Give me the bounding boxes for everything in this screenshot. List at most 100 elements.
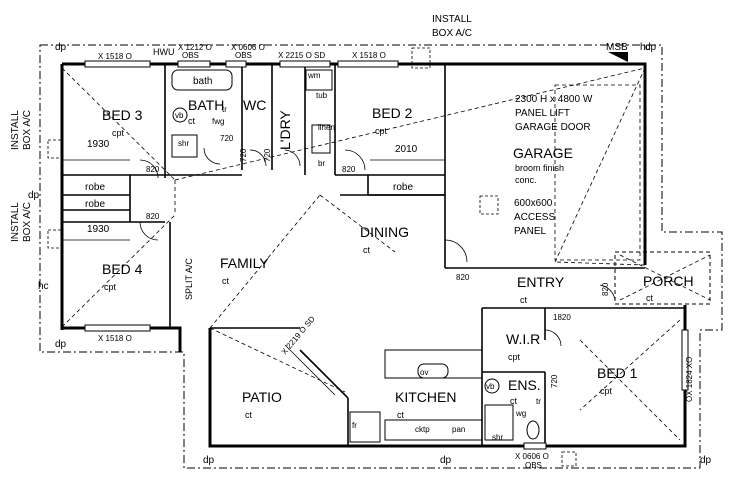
install-ac-note-top-1: INSTALL bbox=[432, 14, 472, 25]
fixture-fwg: fwg bbox=[212, 117, 224, 126]
fixture-robe-2: robe bbox=[85, 199, 105, 210]
finish-kitchen: ct bbox=[397, 410, 405, 420]
dim-window: X 0606 O bbox=[231, 43, 265, 52]
room-label-bed1: BED 1 bbox=[597, 365, 638, 381]
fixture-ov: ov bbox=[420, 368, 428, 377]
dim-door: 720 bbox=[550, 374, 559, 388]
windows bbox=[84, 60, 689, 450]
fixture-shr: shr bbox=[178, 139, 189, 148]
fixture-bath: bath bbox=[193, 76, 212, 87]
finish-bed3: cpt bbox=[112, 128, 125, 138]
internal-walls bbox=[62, 64, 685, 446]
finish-patio: ct bbox=[245, 410, 253, 420]
dimension-lines bbox=[62, 159, 445, 396]
fixture-fr: fr bbox=[352, 421, 357, 430]
dim-door: 720 bbox=[220, 134, 234, 143]
finish-wir: cpt bbox=[508, 352, 521, 362]
install-ac-note-left-3: INSTALL bbox=[10, 202, 21, 242]
dim-obs: OBS bbox=[525, 461, 542, 470]
dim-door: 720 bbox=[239, 148, 248, 162]
garage-door-note-1: 2300 H x 4800 W bbox=[515, 94, 593, 105]
dim-door: 820 bbox=[601, 282, 610, 296]
doors bbox=[139, 147, 616, 347]
garage-door-note-3: GARAGE DOOR bbox=[515, 122, 591, 133]
dp-marker: dp bbox=[645, 42, 657, 53]
fixture-vb: vb bbox=[175, 111, 184, 120]
install-ac-note-left-1: INSTALL bbox=[10, 110, 21, 150]
fixture-tr: tr bbox=[222, 105, 227, 114]
room-label-bed3: BED 3 bbox=[102, 107, 143, 123]
finish-family: ct bbox=[222, 276, 230, 286]
room-label-ldry: L'DRY bbox=[277, 110, 293, 150]
finish-garage-2: conc. bbox=[515, 175, 537, 185]
hc-marker: hc bbox=[640, 42, 651, 53]
dp-marker: dp bbox=[203, 455, 215, 466]
room-label-kitchen: KITCHEN bbox=[395, 389, 456, 405]
room-label-wc: WC bbox=[243, 97, 266, 113]
room-label-bath: BATH bbox=[188, 97, 224, 113]
dim-door: 820 bbox=[146, 165, 160, 174]
fixture-pan: pan bbox=[452, 425, 465, 434]
room-label-bed2: BED 2 bbox=[372, 105, 413, 121]
finish-bed4: cpt bbox=[104, 282, 117, 292]
dim-door: 820 bbox=[146, 212, 160, 221]
hc-marker: hc bbox=[38, 281, 49, 292]
hwu-label: HWU bbox=[153, 47, 175, 57]
split-ac-note: SPLIT A/C bbox=[184, 258, 194, 300]
dim-window: X 1212 O bbox=[178, 43, 212, 52]
room-label-dining: DINING bbox=[360, 224, 409, 240]
install-ac-note-top-2: BOX A/C bbox=[432, 28, 472, 39]
room-label-family: FAMILY bbox=[220, 255, 269, 271]
fixture-robe-1: robe bbox=[85, 182, 105, 193]
dim-window: X 0606 O bbox=[515, 452, 549, 461]
dim-bed3: 1930 bbox=[87, 139, 110, 150]
external-walls bbox=[60, 62, 687, 448]
fixture-robe-3: robe bbox=[393, 182, 413, 193]
room-label-patio: PATIO bbox=[242, 389, 282, 405]
install-ac-note-left-4: BOX A/C bbox=[22, 202, 33, 242]
access-note-2: ACCESS bbox=[514, 212, 555, 223]
garage-door bbox=[554, 84, 641, 261]
dp-marker: dp bbox=[28, 190, 40, 201]
fixture-shr-ens: shr bbox=[492, 433, 503, 442]
room-label-wir: W.I.R bbox=[506, 331, 540, 347]
sliding-door-note: X 2219 O SD bbox=[280, 314, 317, 356]
dim-door: 720 bbox=[263, 148, 272, 162]
dim-entry: 1820 bbox=[553, 313, 571, 322]
fixture-wg-ens: wg bbox=[515, 409, 526, 418]
room-label-entry: ENTRY bbox=[517, 274, 565, 290]
dim-obs: OBS bbox=[182, 51, 199, 60]
finish-dining: ct bbox=[363, 245, 371, 255]
finish-entry: ct bbox=[520, 295, 528, 305]
porch-outline bbox=[614, 251, 711, 305]
dim-window: X 1518 O bbox=[98, 52, 132, 61]
dp-marker: dp bbox=[700, 455, 712, 466]
finish-porch: ct bbox=[646, 293, 654, 303]
finish-ens: ct bbox=[510, 396, 518, 406]
wet-area-fixtures bbox=[171, 69, 540, 441]
dp-marker: dp bbox=[440, 455, 452, 466]
fixture-tr-ens: tr bbox=[536, 397, 541, 406]
ac-boxes bbox=[47, 47, 577, 467]
msb-label: MSB bbox=[606, 42, 628, 53]
room-label-garage: GARAGE bbox=[513, 145, 573, 161]
finish-bed1: cpt bbox=[600, 386, 613, 396]
dim-window: X 2215 O SD bbox=[278, 51, 325, 60]
fixture-tub: tub bbox=[316, 91, 328, 100]
finish-garage-1: broom finish bbox=[515, 163, 564, 173]
roof-outline bbox=[39, 44, 723, 469]
roof-hips bbox=[61, 67, 711, 446]
fixture-br: br bbox=[318, 159, 325, 168]
dim-bed4: 1930 bbox=[87, 224, 110, 235]
finish-bed2: cpt bbox=[375, 126, 388, 136]
msb-symbol bbox=[608, 52, 628, 62]
dim-window: OX 1824 XO bbox=[685, 357, 694, 402]
dim-obs: OBS bbox=[235, 51, 252, 60]
fixture-vb-ens: vb bbox=[486, 382, 495, 391]
room-label-porch: PORCH bbox=[643, 273, 694, 289]
access-note-3: PANEL bbox=[514, 226, 546, 237]
dim-window: X 1518 O bbox=[352, 51, 386, 60]
dp-marker: dp bbox=[55, 42, 67, 53]
dp-marker: dp bbox=[55, 339, 67, 350]
fixture-linen: linen bbox=[318, 123, 335, 132]
